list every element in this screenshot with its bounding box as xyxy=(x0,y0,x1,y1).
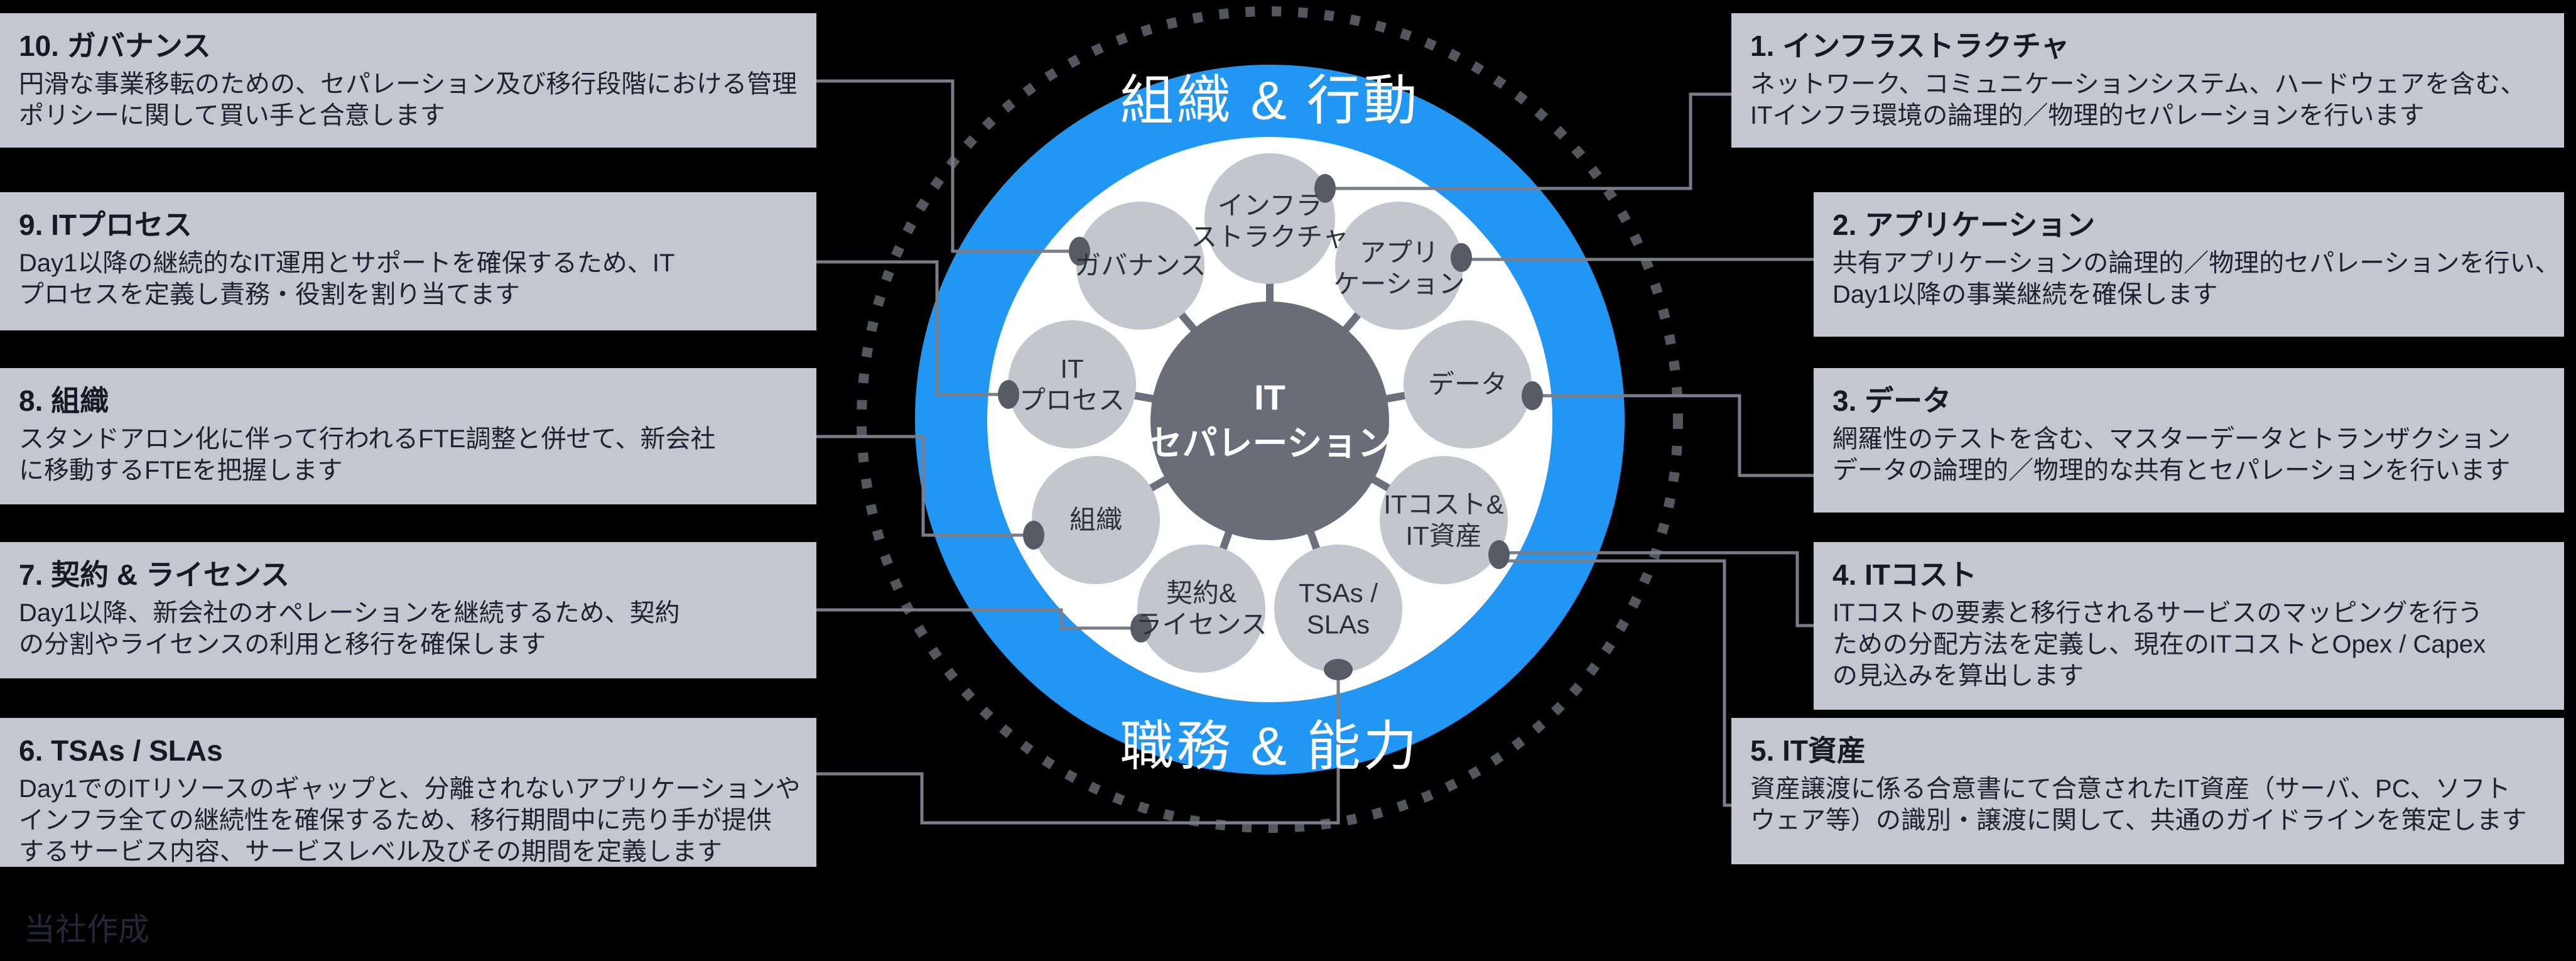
box-2-application: 2. アプリケーション 共有アプリケーションの論理的／物理的セパレーションを行い… xyxy=(1814,192,2564,337)
satellite-tsas-slas xyxy=(1274,545,1402,673)
top-band-label: 組織 & 行動 xyxy=(1120,70,1420,131)
connector-box8 xyxy=(816,435,1034,537)
satellite-label-it-cost-assets: ITコスト& IT資産 xyxy=(1383,489,1504,550)
box-8-organization: 8. 組織 スタンドアロン化に伴って行われるFTE調整と併せて、新会社 に移動す… xyxy=(0,368,816,504)
box-5-it-assets: 5. IT資産 資産譲渡に係る合意書にて合意されたIT資産（サーバ、PC、ソフト… xyxy=(1731,718,2564,864)
connector-box9 xyxy=(816,260,1009,396)
box-title: 3. データ xyxy=(1832,384,1952,417)
box-7-contract-license: 7. 契約 & ライセンス Day1以降、新会社のオペレーションを継続するため、… xyxy=(0,542,816,678)
connector-box1 xyxy=(1325,92,1731,190)
satellite-application xyxy=(1335,202,1463,330)
box-10-governance: 10. ガバナンス 円滑な事業移転のための、セパレーション及び移行段階における管… xyxy=(0,13,816,148)
box-body: 円滑な事業移転のための、セパレーション及び移行段階における管理 ポリシーに関して… xyxy=(19,70,798,129)
box-title: 5. IT資産 xyxy=(1750,734,1866,767)
box-body: ITコストの要素と移行されるサービスのマッピングを行う ための分配方法を定義し、… xyxy=(1832,599,2486,690)
box-title: 1. インフラストラクチャ xyxy=(1750,30,2070,62)
hub-label: IT セパレーション xyxy=(1147,377,1393,463)
box-body: Day1以降、新会社のオペレーションを継続するため、契約 の分割やライセンスの利… xyxy=(19,599,680,658)
satellite-label-application: アプリ ケーション xyxy=(1333,237,1465,298)
satellite-label-data: データ xyxy=(1427,369,1507,399)
connector-lines xyxy=(816,79,1814,825)
connector-box3 xyxy=(1532,394,1814,477)
box-4-it-cost: 4. ITコスト ITコストの要素と移行されるサービスのマッピングを行う ための… xyxy=(1814,542,2564,710)
hub-disc xyxy=(1150,301,1389,540)
satellite-contract-license xyxy=(1137,545,1265,673)
box-body: 共有アプリケーションの論理的／物理的セパレーションを行い、 Day1以降の事業継… xyxy=(1832,249,2560,308)
box-title: 8. 組織 xyxy=(19,384,109,417)
satellite-label-it-process: IT プロセス xyxy=(1019,354,1125,415)
connector-box10 xyxy=(816,79,1080,253)
satellite-label-infrastructure: インフラ ストラクチャ xyxy=(1191,190,1349,251)
satellite-organization xyxy=(1032,456,1160,584)
box-body: スタンドアロン化に伴って行われるFTE調整と併せて、新会社 に移動するFTEを把… xyxy=(19,425,716,484)
satellite-label-organization: 組織 xyxy=(1069,505,1122,535)
box-body: Day1でのITリソースのギャップと、分離されないアプリケーションや インフラ全… xyxy=(19,774,801,866)
satellite-governance xyxy=(1076,202,1204,330)
box-body: ネットワーク、コミュニケーションシステム、ハードウェアを含む、 ITインフラ環境… xyxy=(1750,70,2526,129)
satellite-discs xyxy=(1008,153,1532,673)
satellite-label-contract-license: 契約& ライセンス xyxy=(1135,578,1267,639)
connector-box7 xyxy=(816,608,1141,630)
satellite-label-governance: ガバナンス xyxy=(1074,251,1206,281)
connector-dots xyxy=(998,174,1543,680)
box-9-it-process: 9. ITプロセス Day1以降の継続的なIT運用とサポートを確保するため、IT… xyxy=(0,192,816,330)
bottom-band-label: 職務 & 能力 xyxy=(1120,716,1420,777)
box-3-data: 3. データ 網羅性のテストを含む、マスターデータとトランザクション データの論… xyxy=(1814,368,2564,513)
box-title: 10. ガバナンス xyxy=(19,30,211,62)
connector-box6 xyxy=(816,671,1340,825)
box-body: 網羅性のテストを含む、マスターデータとトランザクション データの論理的／物理的な… xyxy=(1832,425,2511,484)
connector-box4 xyxy=(1499,551,1814,627)
dotted-outer-ring xyxy=(857,6,1683,833)
box-body: 資産譲渡に係る合意書にて合意されたIT資産（サーバ、PC、ソフト ウェア等）の識… xyxy=(1750,774,2527,834)
box-title: 2. アプリケーション xyxy=(1832,209,2096,241)
box-6-tsas-slas: 6. TSAs / SLAs Day1でのITリソースのギャップと、分離されない… xyxy=(0,718,816,867)
connector-box5 xyxy=(1501,559,1731,807)
satellite-it-cost-assets xyxy=(1380,456,1508,584)
box-title: 4. ITコスト xyxy=(1832,558,1978,591)
box-title: 9. ITプロセス xyxy=(19,209,193,241)
satellite-data xyxy=(1404,320,1532,448)
box-title: 7. 契約 & ライセンス xyxy=(19,558,290,591)
satellite-infrastructure xyxy=(1204,153,1335,284)
source-note: 当社作成 xyxy=(24,912,149,947)
box-title: 6. TSAs / SLAs xyxy=(19,734,223,767)
box-body: Day1以降の継続的なIT運用とサポートを確保するため、IT プロセスを定義し責… xyxy=(19,249,675,308)
box-1-infrastructure: 1. インフラストラクチャ ネットワーク、コミュニケーションシステム、ハードウェ… xyxy=(1731,13,2564,148)
satellite-it-process xyxy=(1008,320,1136,448)
satellite-label-tsas-slas: TSAs / SLAs xyxy=(1298,578,1378,639)
